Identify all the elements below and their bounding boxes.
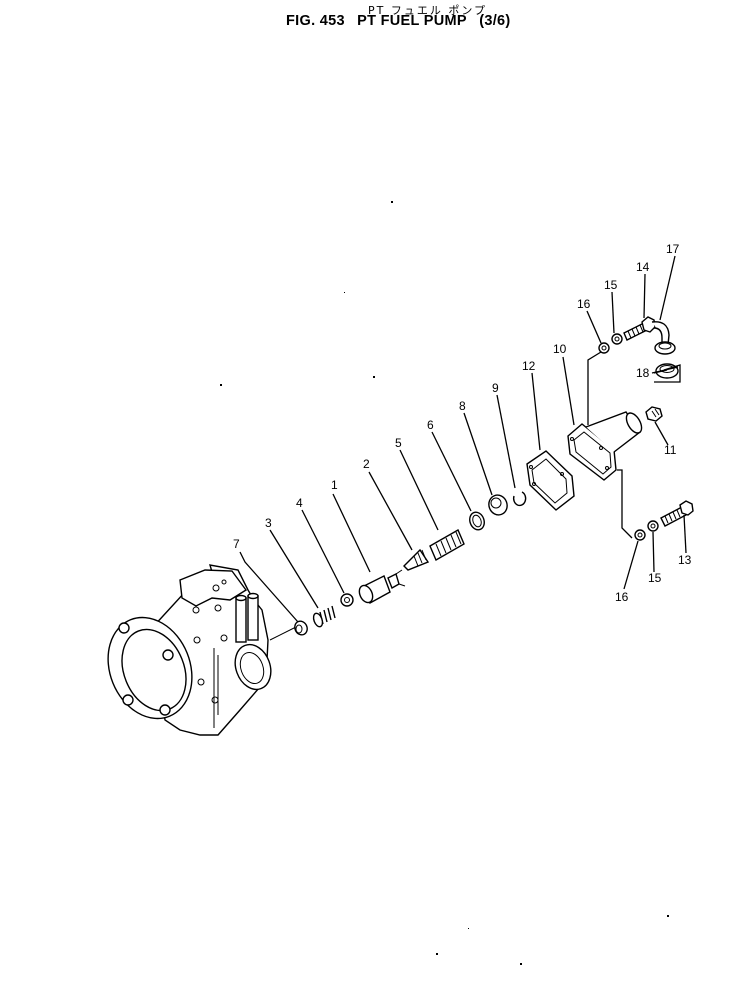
callout-6: 6 [427, 418, 434, 432]
part-15-washer-top [611, 333, 623, 345]
figure-title-text: PT FUEL PUMP [357, 13, 467, 29]
part-4-washer [340, 593, 354, 607]
callout-7: 7 [233, 537, 240, 551]
figure-title: FIG. 453 PT FUEL PUMP (3/6) [286, 13, 519, 29]
part-2-needle-valve [403, 548, 430, 571]
callout-13: 13 [678, 553, 692, 567]
callout-8: 8 [459, 399, 466, 413]
callout-16-top: 16 [577, 297, 591, 311]
callout-labels: 1 2 3 4 5 6 7 8 9 10 11 12 13 14 15 15 1… [233, 242, 692, 604]
figure-subtitle-japanese: PT フュエル ポンプ [368, 4, 488, 17]
part-17-pipe [651, 321, 676, 355]
callout-14: 14 [636, 260, 650, 274]
callout-2: 2 [363, 457, 370, 471]
scan-specks [220, 201, 669, 965]
callout-1: 1 [331, 478, 338, 492]
callout-12: 12 [522, 359, 536, 373]
part-13-bolt [660, 500, 694, 527]
callout-16-bottom: 16 [615, 590, 629, 604]
callout-11: 11 [664, 443, 677, 457]
pump-housing [107, 564, 272, 736]
part-5-spring-pack [429, 529, 465, 561]
part-6-ring [469, 511, 485, 531]
part-16-washer-bottom [634, 529, 646, 541]
part-3-spring [312, 605, 336, 628]
part-8-cup [488, 494, 508, 516]
callout-15-bottom: 15 [648, 571, 662, 585]
part-7-bushing [294, 620, 308, 636]
part-14-bolt [623, 316, 656, 341]
part-9-snap-ring [512, 491, 527, 507]
callout-17: 17 [666, 242, 680, 256]
callout-9: 9 [492, 381, 499, 395]
callout-5: 5 [395, 436, 402, 450]
part-15-washer-bottom [647, 520, 659, 532]
part-16-washer-top [598, 342, 610, 354]
leader-lines [239, 255, 687, 623]
axis-line [269, 626, 297, 641]
figure-number: FIG. 453 [286, 13, 345, 29]
part-1-plunger [358, 569, 406, 605]
callout-4: 4 [296, 496, 303, 510]
callout-15-top: 15 [604, 278, 618, 292]
callout-18: 18 [636, 366, 650, 380]
part-11-plug [645, 406, 663, 422]
figure-sheet: (3/6) [479, 13, 511, 29]
part-12-gasket [526, 450, 575, 511]
callout-3: 3 [265, 516, 272, 530]
part-10-cover [567, 411, 643, 481]
callout-10: 10 [553, 342, 567, 356]
